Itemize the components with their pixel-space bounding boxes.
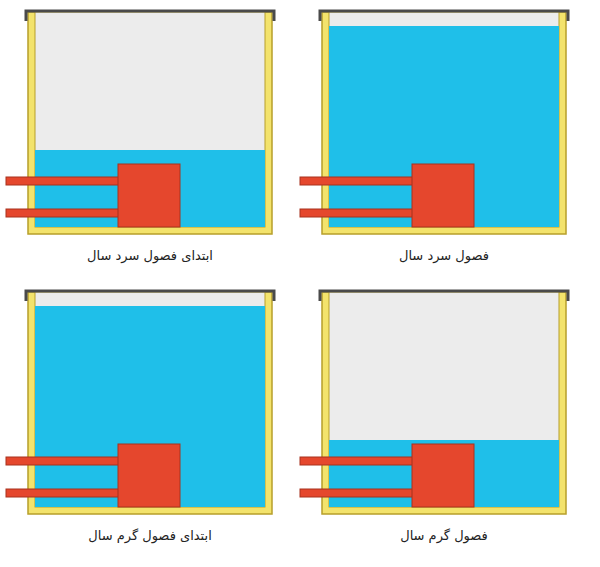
tank-rim — [320, 11, 568, 21]
tank-wall — [322, 12, 566, 234]
tank-wall — [322, 292, 566, 514]
pipe — [6, 489, 120, 497]
tank-wall — [28, 12, 272, 234]
water-tank — [6, 11, 274, 234]
pipe — [6, 177, 120, 185]
air-space — [35, 12, 265, 227]
caption-label: فصول سرد سال — [399, 248, 489, 263]
tank-rim — [26, 11, 274, 21]
caption-label: فصول گرم سال — [400, 528, 488, 543]
pipe — [300, 489, 414, 497]
caption-label: ابتدای فصول گرم سال — [88, 528, 212, 543]
tank-rim — [320, 291, 568, 301]
pipe — [6, 209, 120, 217]
water-tank — [300, 291, 568, 514]
water — [35, 306, 265, 507]
pipe — [300, 177, 414, 185]
heater-block — [412, 444, 474, 507]
pipe — [6, 457, 120, 465]
heater-block — [118, 164, 180, 227]
air-space — [35, 292, 265, 507]
heater-block — [118, 444, 180, 507]
tank-rim — [26, 291, 274, 301]
water — [329, 26, 559, 227]
pipe — [300, 209, 414, 217]
caption-label: ابتدای فصول سرد سال — [87, 248, 213, 263]
water-tank — [6, 291, 274, 514]
heater-block — [412, 164, 474, 227]
air-space — [329, 12, 559, 227]
air-space — [329, 292, 559, 507]
water-tank — [300, 11, 568, 234]
tank-wall — [28, 292, 272, 514]
pipe — [300, 457, 414, 465]
